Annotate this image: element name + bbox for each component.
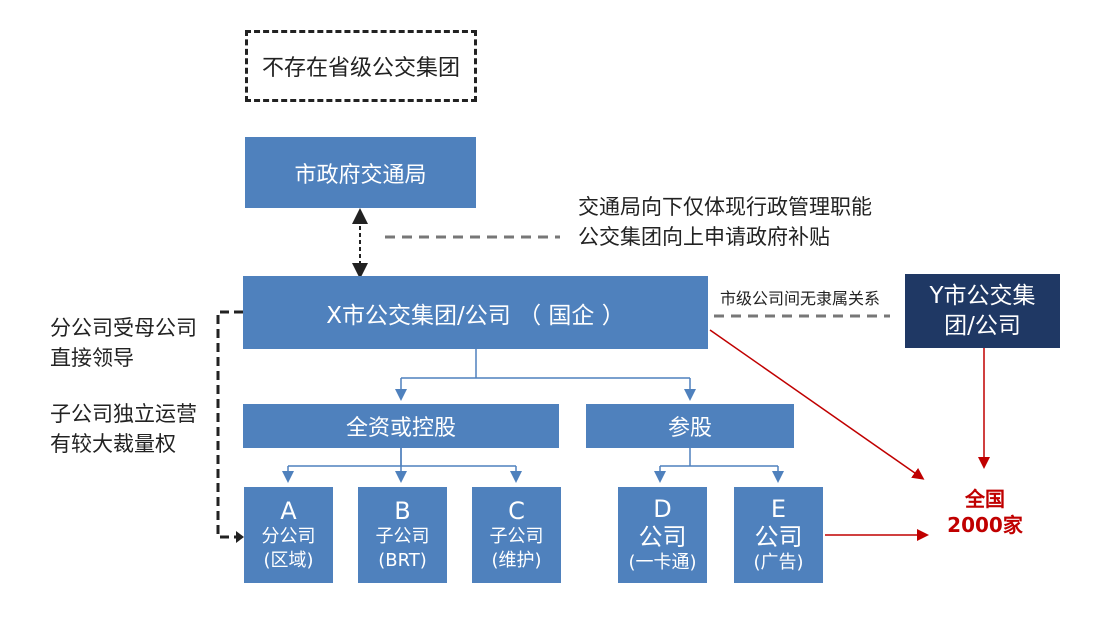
- branch-note: 分公司受母公司 直接领导: [50, 313, 197, 373]
- bureau-note: 交通局向下仅体现行政管理职能 公交集团向上申请政府补贴: [578, 192, 872, 252]
- no-provincial-group-box: 不存在省级公交集团: [245, 30, 477, 102]
- y-group-line1: Y市公交集: [929, 283, 1036, 309]
- y-group-box: Y市公交集 团/公司: [905, 274, 1060, 348]
- bureau-note-line2: 公交集团向上申请政府补贴: [578, 225, 830, 249]
- subsidiary-note: 子公司独立运营 有较大裁量权: [50, 399, 197, 459]
- unit-b-line2: (BRT): [378, 550, 427, 571]
- unit-a-letter: A: [280, 497, 297, 525]
- unit-e-box: E 公司 (广告): [734, 487, 823, 583]
- x-group-label: X市公交集团/公司 （ 国企 ）: [326, 302, 625, 329]
- bureau-note-line1: 交通局向下仅体现行政管理职能: [578, 195, 872, 219]
- unit-e-line2: (广告): [753, 552, 804, 573]
- full-holding-box: 全资或控股: [243, 404, 559, 448]
- y-group-line2: 团/公司: [944, 313, 1021, 339]
- equity-box: 参股: [586, 404, 794, 448]
- unit-d-line2: (一卡通): [628, 552, 697, 573]
- x-to-national-arrow: [709, 329, 925, 480]
- unit-c-box: C 子公司 (维护): [472, 487, 561, 583]
- no-affiliation-label: 市级公司间无隶属关系: [720, 289, 881, 308]
- unit-a-box: A 分公司 (区域): [244, 487, 333, 583]
- unit-c-letter: C: [508, 497, 525, 525]
- unit-c-line2: (维护): [491, 550, 542, 571]
- unit-d-box: D 公司 (一卡通): [618, 487, 707, 583]
- full-holding-label: 全资或控股: [345, 416, 456, 441]
- unit-d-letter: D: [653, 495, 672, 523]
- branch-note-line1: 分公司受母公司: [50, 316, 197, 340]
- no-provincial-group-label: 不存在省级公交集团: [261, 56, 460, 81]
- unit-e-letter: E: [770, 495, 787, 523]
- subsidiary-note-line1: 子公司独立运营: [50, 402, 197, 426]
- unit-b-line1: 子公司: [375, 526, 430, 547]
- unit-a-line2: (区域): [263, 550, 314, 571]
- subsidiary-note-line2: 有较大裁量权: [50, 432, 176, 456]
- branch-note-line2: 直接领导: [50, 346, 134, 370]
- unit-b-box: B 子公司 (BRT): [358, 487, 447, 583]
- x-group-box: X市公交集团/公司 （ 国企 ）: [243, 276, 708, 349]
- national-total-line2: 2000家: [947, 513, 1023, 537]
- equity-label: 参股: [667, 416, 712, 441]
- unit-c-line1: 子公司: [489, 526, 544, 547]
- unit-a-line1: 分公司: [261, 526, 316, 547]
- unit-d-line1: 公司: [638, 523, 687, 551]
- unit-b-letter: B: [394, 497, 411, 525]
- national-total-line1: 全国: [965, 487, 1005, 511]
- unit-e-line1: 公司: [754, 523, 803, 551]
- left-bracket: [216, 310, 243, 539]
- national-total: 全国 2000家: [938, 486, 1032, 538]
- transport-bureau-box: 市政府交通局: [245, 137, 476, 208]
- transport-bureau-label: 市政府交通局: [294, 162, 427, 188]
